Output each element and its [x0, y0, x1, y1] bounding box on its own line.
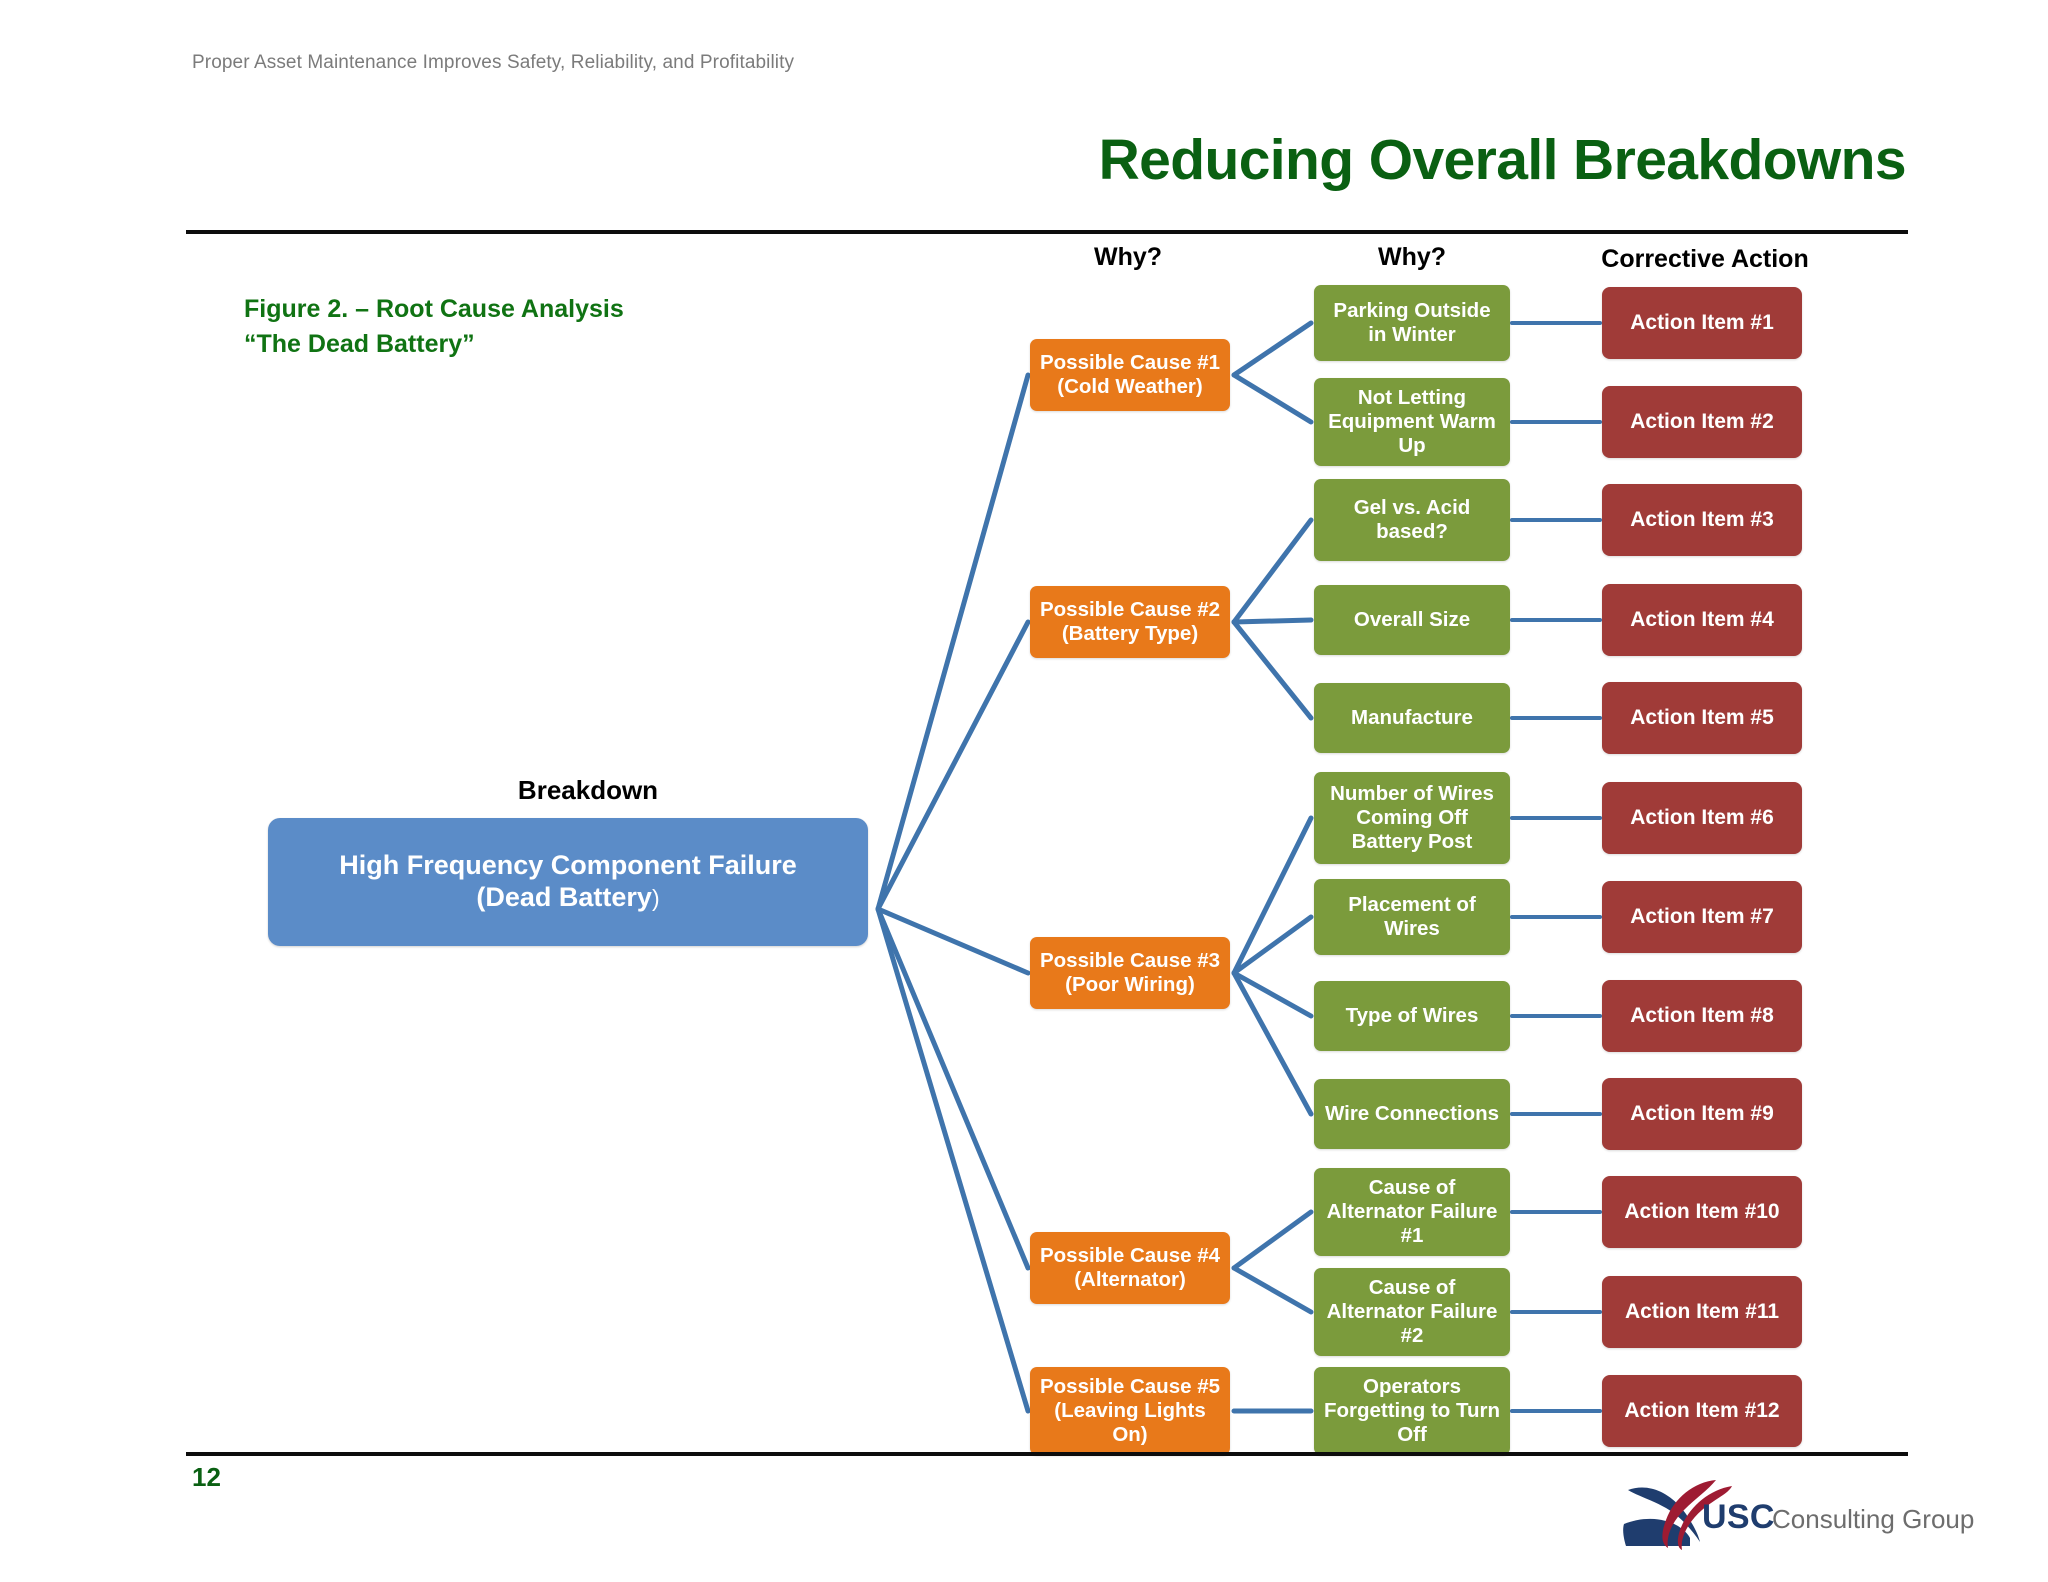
cause-node-5[interactable]: Possible Cause #5(Leaving Lights On)	[1030, 1367, 1230, 1455]
connector-line	[1231, 517, 1314, 625]
action-node-label: Action Item #10	[1624, 1199, 1780, 1223]
action-node-label: Action Item #1	[1630, 310, 1774, 334]
why-node-4-2[interactable]: Cause of Alternator Failure #2	[1314, 1268, 1510, 1356]
why-node-label: Placement of Wires	[1348, 893, 1476, 940]
column-heading-why-2: Why?	[1377, 243, 1447, 271]
action-node-2-1[interactable]: Action Item #3	[1602, 484, 1802, 556]
why-node-3-4[interactable]: Wire Connections	[1314, 1079, 1510, 1149]
why-node-2-2[interactable]: Overall Size	[1314, 585, 1510, 655]
why-node-3-2[interactable]: Placement of Wires	[1314, 879, 1510, 955]
action-node-label: Action Item #3	[1630, 507, 1774, 531]
connector-line	[1231, 320, 1314, 378]
figure-caption-line-1: Figure 2. – Root Cause Analysis	[244, 295, 624, 323]
cause-node-3[interactable]: Possible Cause #3(Poor Wiring)	[1030, 937, 1230, 1009]
why-node-label: Type of Wires	[1345, 1004, 1479, 1027]
top-divider	[186, 230, 1908, 234]
logo-wordmark-consulting-group: Consulting Group	[1772, 1504, 1975, 1534]
root-node-label: High Frequency Component Failure(Dead Ba…	[339, 850, 797, 912]
why-node-label: Wire Connections	[1324, 1102, 1500, 1125]
bottom-divider	[186, 1452, 1908, 1456]
logo-wordmark-usc: USC	[1702, 1498, 1775, 1536]
action-node-label: Action Item #12	[1624, 1398, 1780, 1422]
column-heading-why-1: Why?	[1093, 243, 1163, 271]
connector-line	[1231, 617, 1314, 625]
column-heading-corrective-action: Corrective Action	[1601, 245, 1809, 273]
why-node-label: Parking Outside in Winter	[1333, 299, 1491, 346]
action-node-label: Action Item #9	[1630, 1101, 1774, 1125]
why-node-4-1[interactable]: Cause of Alternator Failure #1	[1314, 1168, 1510, 1256]
column-heading-breakdown: Breakdown	[517, 775, 659, 805]
why-node-label: Cause of Alternator Failure #2	[1326, 1276, 1498, 1347]
connector-line	[875, 619, 1031, 912]
connector-line	[875, 906, 1031, 1271]
action-node-3-1[interactable]: Action Item #6	[1602, 782, 1802, 854]
action-node-2-3[interactable]: Action Item #5	[1602, 682, 1802, 754]
cause-node-2[interactable]: Possible Cause #2(Battery Type)	[1030, 586, 1230, 658]
action-node-2-2[interactable]: Action Item #4	[1602, 584, 1802, 656]
action-node-label: Action Item #4	[1630, 607, 1774, 631]
usc-consulting-group-logo: USC Consulting Group	[1620, 1468, 1974, 1564]
action-node-4-1[interactable]: Action Item #10	[1602, 1176, 1802, 1248]
cause-node-label: Possible Cause #2(Battery Type)	[1039, 598, 1221, 645]
connector-line	[1231, 970, 1314, 1117]
connector-line	[875, 906, 1031, 976]
why-node-label: Manufacture	[1351, 706, 1473, 729]
why-node-2-1[interactable]: Gel vs. Acid based?	[1314, 479, 1510, 561]
action-node-1-1[interactable]: Action Item #1	[1602, 287, 1802, 359]
figure-caption-line-2: “The Dead Battery”	[244, 329, 475, 358]
connector-line	[1231, 815, 1314, 976]
connector-line	[875, 372, 1031, 912]
action-node-4-2[interactable]: Action Item #11	[1602, 1276, 1802, 1348]
action-node-3-2[interactable]: Action Item #7	[1602, 881, 1802, 953]
cause-node-label: Possible Cause #1(Cold Weather)	[1039, 351, 1221, 398]
page-title: Reducing Overall Breakdowns	[1098, 128, 1907, 192]
cause-node-label: Possible Cause #3(Poor Wiring)	[1039, 949, 1221, 996]
connector-line	[1231, 619, 1314, 721]
action-node-3-3[interactable]: Action Item #8	[1602, 980, 1802, 1052]
usc-swoosh-icon	[1623, 1480, 1732, 1550]
why-node-label: Number of Wires Coming Off Battery Post	[1330, 782, 1494, 853]
why-node-3-1[interactable]: Number of Wires Coming Off Battery Post	[1314, 772, 1510, 864]
why-node-1-1[interactable]: Parking Outside in Winter	[1314, 285, 1510, 361]
connector-line	[1231, 970, 1314, 1019]
why-node-3-3[interactable]: Type of Wires	[1314, 981, 1510, 1051]
action-node-label: Action Item #8	[1630, 1003, 1774, 1027]
why-node-label: Gel vs. Acid based?	[1353, 496, 1471, 543]
connector-line	[1231, 914, 1314, 976]
action-node-label: Action Item #7	[1630, 904, 1774, 928]
action-node-label: Action Item #5	[1630, 705, 1774, 729]
action-node-1-2[interactable]: Action Item #2	[1602, 386, 1802, 458]
action-node-label: Action Item #11	[1624, 1299, 1780, 1323]
action-node-5-1[interactable]: Action Item #12	[1602, 1375, 1802, 1447]
why-node-label: Operators Forgetting to Turn Off	[1323, 1375, 1501, 1446]
connector-line	[1231, 372, 1314, 425]
cause-node-label: Possible Cause #5(Leaving Lights On)	[1039, 1375, 1221, 1446]
connector-line	[1231, 1265, 1314, 1315]
cause-node-label: Possible Cause #4(Alternator)	[1039, 1244, 1221, 1291]
action-node-3-4[interactable]: Action Item #9	[1602, 1078, 1802, 1150]
why-node-label: Overall Size	[1353, 608, 1471, 631]
action-node-label: Action Item #2	[1630, 409, 1774, 433]
why-node-label: Cause of Alternator Failure #1	[1326, 1176, 1498, 1247]
root-node-high-frequency-component-failure[interactable]: High Frequency Component Failure(Dead Ba…	[268, 818, 868, 946]
page-number: 12	[192, 1462, 221, 1492]
connector-line	[1231, 1209, 1314, 1271]
why-node-1-2[interactable]: Not Letting Equipment Warm Up	[1314, 378, 1510, 466]
slide-kicker: Proper Asset Maintenance Improves Safety…	[192, 52, 795, 73]
connector-line	[875, 906, 1031, 1414]
why-node-5-1[interactable]: Operators Forgetting to Turn Off	[1314, 1367, 1510, 1455]
why-node-label: Not Letting Equipment Warm Up	[1328, 386, 1496, 457]
cause-node-4[interactable]: Possible Cause #4(Alternator)	[1030, 1232, 1230, 1304]
cause-node-1[interactable]: Possible Cause #1(Cold Weather)	[1030, 339, 1230, 411]
why-node-2-3[interactable]: Manufacture	[1314, 683, 1510, 753]
figure-caption: Figure 2. – Root Cause Analysis “The Dea…	[244, 292, 624, 361]
action-node-label: Action Item #6	[1630, 805, 1774, 829]
